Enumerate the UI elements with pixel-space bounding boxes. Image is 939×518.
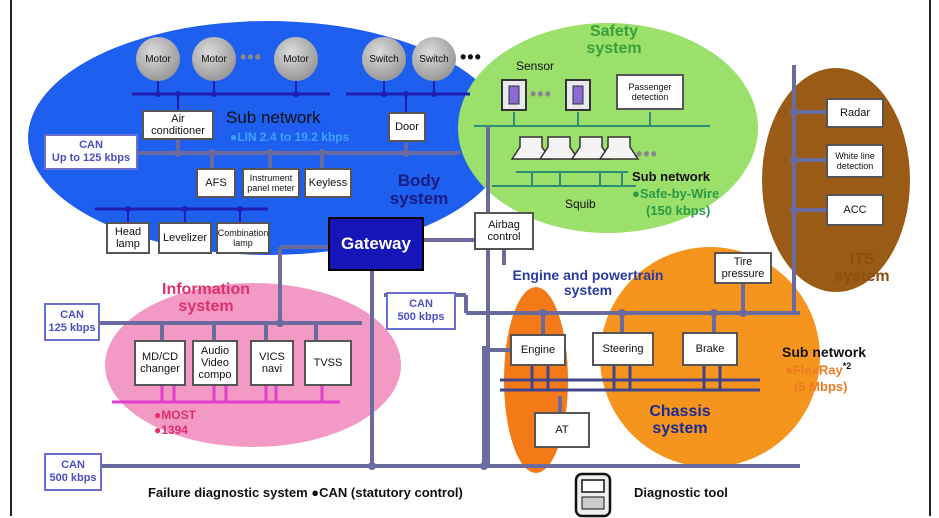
can-box-body: CAN Up to 125 kbps (44, 134, 138, 170)
can-box-diag: CAN 500 kbps (44, 453, 102, 491)
can-label: CAN (409, 298, 433, 310)
can-rate: 125 kbps (48, 322, 96, 334)
vics-navi-node: VICS navi (250, 340, 294, 386)
ellipsis: ••• (530, 84, 552, 104)
most-label: ●MOST (154, 408, 196, 422)
diagram-frame (10, 0, 931, 516)
switch-icon: Switch (362, 37, 406, 81)
airbag-control-node: Airbag control (474, 212, 534, 250)
sensor-label: Sensor (516, 59, 555, 73)
engine-powertrain-title: Engine and powertrain system (512, 267, 664, 298)
diagnostic-tool-icon (574, 472, 612, 518)
flexray-name: ●FlexRay (785, 362, 843, 378)
information-system-title: Information system (162, 281, 250, 315)
most-bus (112, 386, 340, 404)
can-box-engine: CAN 500 kbps (386, 292, 456, 330)
head-lamp-node: Head lamp (106, 222, 150, 254)
diagnostic-tool-label: Diagnostic tool (634, 485, 728, 500)
flexray-note: *2 (842, 361, 852, 371)
its-system-title: ITS system (834, 251, 890, 285)
radar-node: Radar (826, 98, 884, 128)
combination-lamp-node: Combination lamp (216, 222, 270, 254)
gateway-node: Gateway (328, 217, 424, 271)
tvss-node: TVSS (304, 340, 352, 386)
safety-system-title: Safety system (586, 23, 642, 57)
door-node: Door (388, 112, 426, 142)
body-subnet-title: Sub network (226, 108, 321, 127)
can-rate: 500 kbps (49, 472, 97, 484)
audio-video-node: Audio Video compo (192, 340, 238, 386)
chassis-subnet-title: Sub network (782, 344, 867, 360)
can-rate: 500 kbps (397, 311, 445, 323)
ellipsis: ••• (240, 47, 262, 67)
can-label: CAN (60, 309, 84, 321)
air-conditioner-node: Air conditioner (142, 110, 214, 140)
can-label: CAN (61, 459, 85, 471)
motor-icon: Motor (192, 37, 236, 81)
ieee1394-label: ●1394 (154, 423, 188, 437)
squib-icon (510, 136, 640, 160)
can-label: CAN (79, 139, 103, 151)
motor-icon: Motor (274, 37, 318, 81)
body-subnet-lin: ●LIN 2.4 to 19.2 kbps (230, 130, 350, 144)
tire-pressure-node: Tire pressure (714, 252, 772, 284)
safety-subnet-title: Sub network (632, 169, 711, 184)
safety-buses (474, 112, 710, 187)
brake-node: Brake (682, 332, 738, 366)
flexray-rate: (5 Mbps) (794, 379, 848, 394)
ellipsis: ••• (636, 144, 658, 164)
safety-subnet-sbw: ●Safe-by-Wire (632, 186, 720, 201)
sensor-icon (501, 79, 591, 111)
instrument-panel-node: Instrument panel meter (242, 168, 300, 198)
passenger-detection-node: Passenger detection (616, 74, 684, 110)
acc-node: ACC (826, 194, 884, 226)
flexray-label: ●FlexRay*2 (785, 361, 852, 378)
steering-node: Steering (592, 332, 654, 366)
chassis-system-title: Chassis system (649, 403, 711, 437)
engine-node: Engine (510, 334, 566, 366)
failure-diagnostic-label: Failure diagnostic system ●CAN (statutor… (148, 485, 463, 500)
safety-subnet-rate: (150 kbps) (646, 203, 711, 218)
flexray-buses (500, 366, 760, 392)
ellipsis: ••• (460, 47, 482, 67)
squib-label: Squib (565, 197, 596, 211)
switch-icon: Switch (412, 37, 456, 81)
motor-icon: Motor (136, 37, 180, 81)
body-system-title: Body system (389, 171, 449, 208)
can-rate: Up to 125 kbps (51, 152, 131, 164)
white-line-node: White line detection (826, 144, 884, 178)
levelizer-node: Levelizer (158, 222, 212, 254)
mdcd-changer-node: MD/CD changer (134, 340, 186, 386)
can-box-info: CAN 125 kbps (44, 303, 100, 341)
afs-node: AFS (196, 168, 236, 198)
at-node: AT (534, 412, 590, 448)
keyless-node: Keyless (304, 168, 352, 198)
